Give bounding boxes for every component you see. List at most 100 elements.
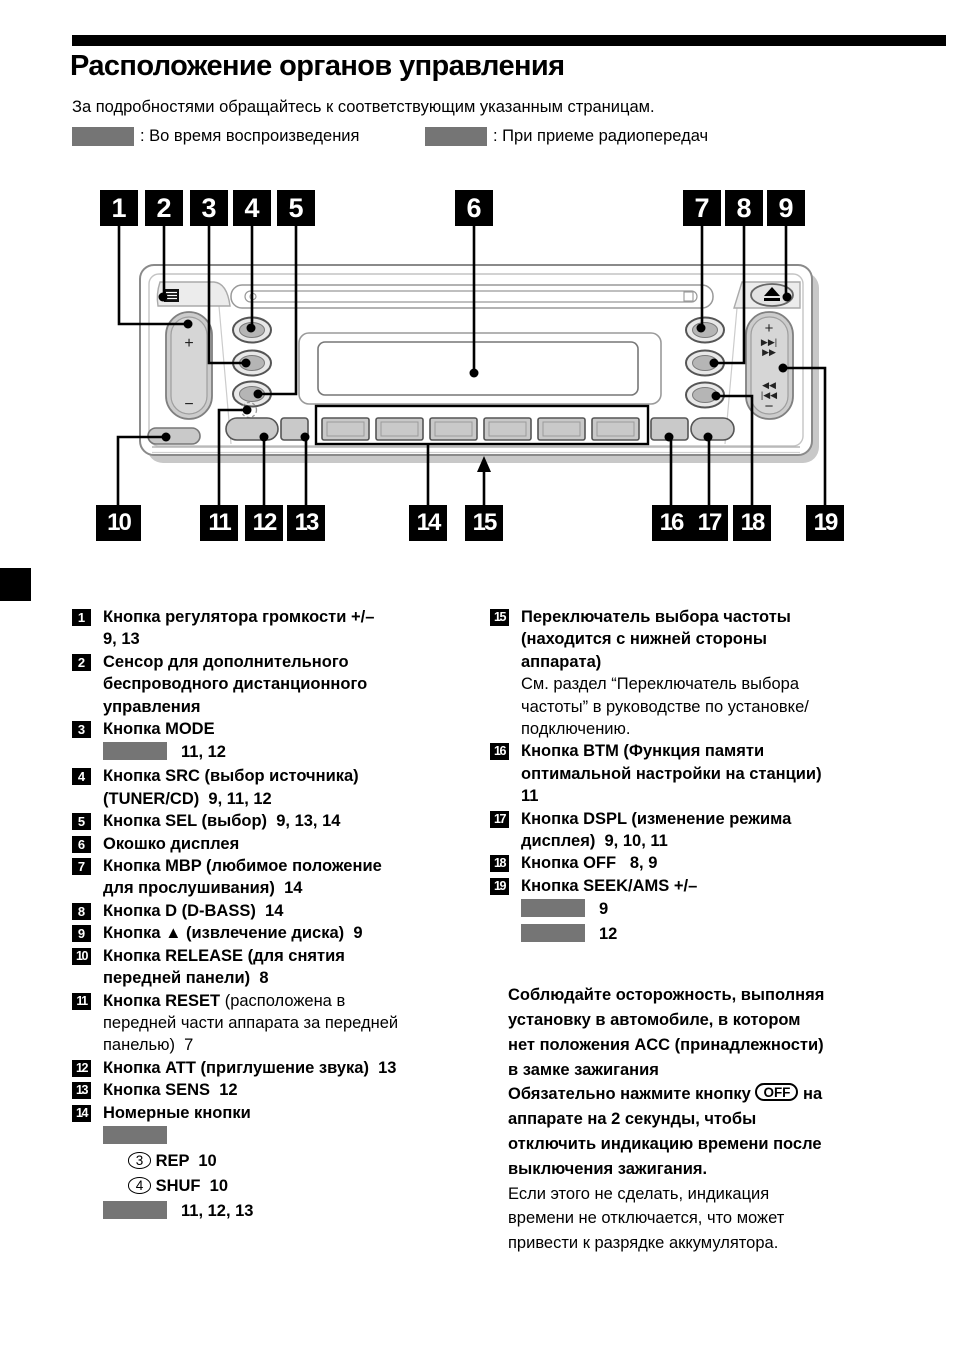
text-line: нет положения ACC (принадлежности) [508, 1033, 920, 1058]
legend-playback-label: : Во время воспроизведения [140, 126, 360, 145]
text-line: Номерные кнопки [103, 1102, 482, 1124]
bottom-side-arrow [477, 456, 491, 472]
item-number-badge: 4 [72, 768, 91, 786]
callout-box-3: 3 [190, 190, 228, 226]
item-number-badge: 9 [72, 925, 91, 943]
callout-box-11: 11 [200, 505, 238, 541]
off-key-label: OFF [755, 1083, 799, 1102]
text-line: выключения зажигания. [508, 1157, 920, 1182]
text-segment: Кнопка ▲ (извлечение диска) 9 [103, 924, 363, 943]
text-line: Кнопка MODE [103, 718, 482, 740]
item-text: Кнопка MODE 11, 12 [103, 718, 482, 765]
callout-box-2: 2 [145, 190, 183, 226]
callout-box-4: 4 [233, 190, 271, 226]
text-segment: Кнопка OFF 8, 9 [521, 854, 658, 873]
text-line: Кнопка ▲ (извлечение диска) 9 [103, 922, 482, 944]
legend-item-7: 7 Кнопка MBP (любимое положение для прослу… [72, 855, 482, 900]
item-number-badge: 11 [72, 992, 91, 1010]
text-line: Кнопка D (D-BASS) 14 [103, 900, 482, 922]
section-top-bar [72, 35, 946, 46]
text-segment: передней части аппарата за передней [103, 1013, 399, 1032]
chapter-tab [0, 568, 31, 601]
text-segment: подключению. [521, 720, 631, 739]
text-line: Кнопка MBP (любимое положение [103, 855, 482, 877]
text-line: (находится с нижней стороны [521, 628, 920, 650]
text-segment: Кнопка ATT (приглушение звука) 13 [103, 1058, 397, 1077]
text-line: Кнопка ATT (приглушение звука) 13 [103, 1057, 482, 1079]
text-segment: для прослушивания) 14 [103, 879, 303, 898]
text-line: управления [103, 696, 482, 718]
volume-rocker: + − [165, 311, 213, 420]
item-number-badge: 7 [72, 858, 91, 876]
text-segment: управления [103, 697, 201, 716]
text-line: Кнопка BTM (Функция памяти [521, 740, 920, 762]
text-line: 12 [521, 922, 920, 947]
callout-box-12: 12 [245, 505, 283, 541]
dbass-button [685, 349, 725, 377]
item-number-badge: 10 [72, 947, 91, 965]
text-segment: дисплея) 9, 10, 11 [521, 832, 668, 851]
text-line: подключению. [521, 718, 920, 740]
text-segment: частоты” в руководстве по установке/ [521, 697, 809, 716]
text-segment: отключить индикацию времени после [508, 1135, 822, 1154]
text-segment: аппарате на 2 секунды, чтобы [508, 1110, 757, 1129]
text-line: (TUNER/CD) 9, 11, 12 [103, 788, 482, 810]
item-text: Кнопка SRC (выбор источника) (TUNER/CD) 9… [103, 765, 482, 810]
item-number-badge: 16 [490, 743, 509, 761]
text-segment: SHUF 10 [151, 1176, 229, 1195]
redacted-source-box [521, 924, 585, 943]
circled-key-label: 4 [128, 1176, 151, 1194]
callout-box-18: 18 [733, 505, 771, 541]
redacted-source-box [103, 1200, 167, 1219]
item-number-badge: 15 [490, 609, 509, 626]
text-line: 4 SHUF 10 [128, 1174, 482, 1199]
item-number-badge: 6 [72, 835, 91, 853]
callout-box-17: 17 [690, 505, 728, 541]
item-number-badge: 5 [72, 813, 91, 831]
redacted-cd-label-box [72, 126, 134, 146]
text-segment: 9, 13 [103, 630, 140, 649]
text-line: времени не отключается, что может [508, 1206, 920, 1231]
text-segment: Кнопка SRC (выбор источника) [103, 767, 359, 786]
item-number-badge: 12 [72, 1059, 91, 1077]
text-line: 11, 12 [103, 740, 482, 765]
callout-lines [116, 226, 827, 505]
text-segment: на [798, 1085, 823, 1104]
item-number-badge: 8 [72, 902, 91, 920]
callout-box-7: 7 [683, 190, 721, 226]
callout-box-19: 19 [806, 505, 844, 541]
seek-plus-glyph: + [765, 320, 774, 337]
text-segment: Кнопка D (D-BASS) 14 [103, 901, 284, 920]
text-line: оптимальной настройки на станции) [521, 763, 920, 785]
stereo-drawing: + − [116, 226, 827, 505]
redacted-source-box [103, 1125, 167, 1144]
text-segment: выключения зажигания. [508, 1159, 708, 1178]
text-segment: 9 [599, 900, 609, 919]
text-segment: Кнопка RELEASE (для снятия [103, 946, 345, 965]
callout-box-13: 13 [287, 505, 325, 541]
circled-key-label: 3 [128, 1151, 151, 1169]
text-segment: 11, 12 [181, 743, 226, 762]
text-segment: Кнопка MODE [103, 720, 215, 739]
number-buttons-outline [314, 404, 650, 446]
text-segment: аппарата) [521, 652, 602, 671]
callout-box-15: 15 [465, 505, 503, 541]
fast-forward-icon: ▶▶ [762, 347, 776, 357]
text-line: Кнопка регулятора громкости +/– [103, 606, 482, 628]
callout-box-9: 9 [767, 190, 805, 226]
number-buttons [314, 404, 650, 446]
text-line: для прослушивания) 14 [103, 877, 482, 899]
